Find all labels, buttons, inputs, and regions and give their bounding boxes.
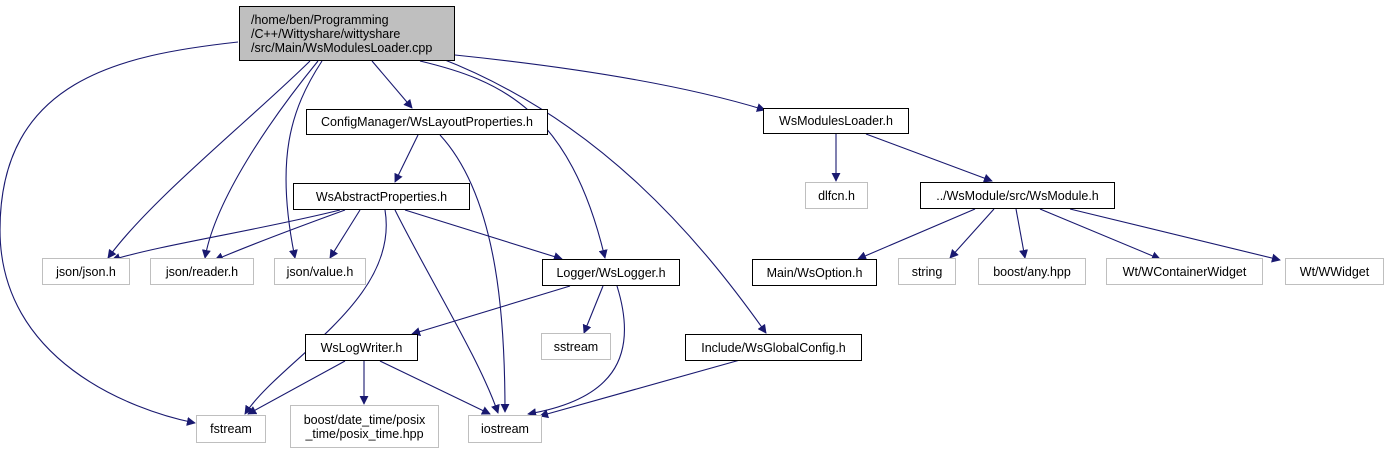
node-json-json[interactable]: json/json.h <box>42 258 130 285</box>
edge-wsmodule-wcontainer <box>1039 208 1161 261</box>
edge-globalconfig-iostream <box>539 359 741 419</box>
node-string-label: string <box>911 264 943 279</box>
edge-root-layout-props <box>371 60 413 109</box>
node-modules-loader-h[interactable]: WsModulesLoader.h <box>763 108 909 134</box>
node-json-reader[interactable]: json/reader.h <box>150 258 254 285</box>
node-json-reader-label: json/reader.h <box>165 264 239 279</box>
edge-abstract-json-value <box>329 209 361 259</box>
edge-root-json-value <box>285 60 323 259</box>
edge-abstract-json-reader <box>214 209 346 261</box>
edge-layout-iostream <box>439 134 510 413</box>
node-posix-time-line-1: boost/date_time/posix <box>303 412 426 427</box>
node-iostream-label: iostream <box>481 422 529 436</box>
node-posix-time-line-2: _time/posix_time.hpp <box>305 426 424 441</box>
node-posix-time[interactable]: boost/date_time/posix _time/posix_time.h… <box>290 405 439 448</box>
node-json-value[interactable]: json/value.h <box>274 258 366 285</box>
edge-logwriter-iostream <box>379 360 491 415</box>
edge-abstract-logger <box>404 209 563 261</box>
node-global-config-label: Include/WsGlobalConfig.h <box>701 340 846 355</box>
node-boost-any-label: boost/any.hpp <box>993 264 1071 279</box>
node-abstract-properties[interactable]: WsAbstractProperties.h <box>293 183 470 210</box>
edge-abstract-iostream <box>394 209 500 414</box>
node-ws-option-label: Main/WsOption.h <box>766 265 863 280</box>
edge-abstract-fstream <box>244 209 387 415</box>
node-global-config[interactable]: Include/WsGlobalConfig.h <box>685 334 862 361</box>
edge-wsmodule-wwidget <box>1069 208 1281 263</box>
node-wcontainer-widget-label: Wt/WContainerWidget <box>1122 264 1247 279</box>
node-json-json-label: json/json.h <box>56 264 116 279</box>
edge-root-json-json <box>107 60 311 259</box>
node-modules-loader-h-label: WsModulesLoader.h <box>779 114 893 128</box>
node-abstract-properties-label: WsAbstractProperties.h <box>315 189 448 204</box>
root-file-line-1: /home/ben/Programming <box>251 12 389 27</box>
edge-wsmodule-option <box>857 208 976 260</box>
root-file-node[interactable]: /home/ben/Programming /C++/Wittyshare/wi… <box>239 6 455 61</box>
node-sstream-label: sstream <box>553 339 599 354</box>
edge-wsmodule-string <box>949 208 995 259</box>
node-fstream[interactable]: fstream <box>196 415 266 443</box>
edge-abstract-json-json <box>111 209 341 262</box>
edge-root-fstream <box>0 41 239 426</box>
node-logger-label: Logger/WsLogger.h <box>556 265 666 280</box>
edge-modulesloader-wsmodule <box>865 133 993 183</box>
node-wcontainer-widget[interactable]: Wt/WContainerWidget <box>1106 258 1263 285</box>
root-file-line-3: /src/Main/WsModulesLoader.cpp <box>251 40 433 55</box>
node-wwidget-label: Wt/WWidget <box>1299 264 1370 279</box>
edge-logger-sstream <box>582 285 604 334</box>
edge-wsmodule-boostany <box>1015 208 1028 259</box>
node-log-writer[interactable]: WsLogWriter.h <box>305 334 418 361</box>
node-boost-any[interactable]: boost/any.hpp <box>978 258 1086 285</box>
node-log-writer-label: WsLogWriter.h <box>320 340 403 355</box>
node-wwidget[interactable]: Wt/WWidget <box>1285 258 1384 285</box>
node-layout-properties[interactable]: ConfigManager/WsLayoutProperties.h <box>306 109 548 135</box>
node-iostream[interactable]: iostream <box>468 415 542 443</box>
node-layout-properties-label: ConfigManager/WsLayoutProperties.h <box>321 115 533 129</box>
edge-logwriter-fstream <box>247 360 346 415</box>
node-fstream-label: fstream <box>210 422 252 436</box>
node-dlfcn[interactable]: dlfcn.h <box>805 182 868 209</box>
edge-logger-iostream <box>527 285 625 418</box>
node-json-value-label: json/value.h <box>286 264 354 279</box>
edge-root-global-config <box>439 57 767 334</box>
edge-root-json-reader <box>201 60 319 259</box>
node-string[interactable]: string <box>898 258 956 285</box>
node-ws-option[interactable]: Main/WsOption.h <box>752 259 877 286</box>
edge-root-modules-loader <box>454 54 766 112</box>
node-logger[interactable]: Logger/WsLogger.h <box>542 259 680 286</box>
node-ws-module[interactable]: ../WsModule/src/WsModule.h <box>920 182 1115 209</box>
edge-layout-abstract <box>394 134 419 183</box>
node-ws-module-label: ../WsModule/src/WsModule.h <box>936 188 1099 203</box>
edge-logger-logwriter <box>411 285 571 336</box>
node-sstream[interactable]: sstream <box>541 333 611 360</box>
edge-root-logger <box>419 60 608 259</box>
node-dlfcn-label: dlfcn.h <box>818 188 855 203</box>
root-file-line-2: /C++/Wittyshare/wittyshare <box>251 26 401 41</box>
